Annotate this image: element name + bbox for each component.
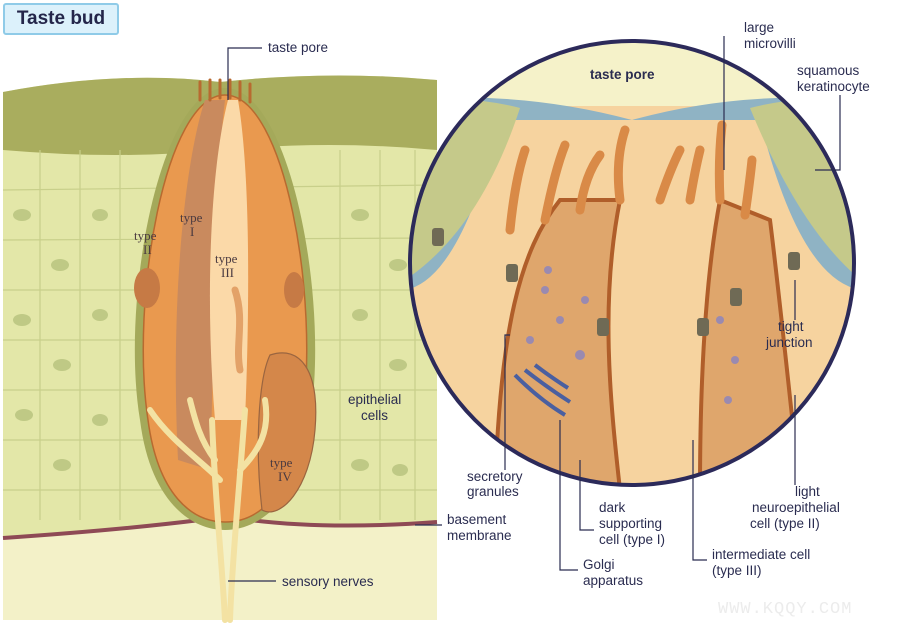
label-type-iii-numeral: III xyxy=(221,265,234,280)
taste-bud xyxy=(134,78,317,623)
label-dark-supporting: dark xyxy=(599,500,626,515)
magnified-detail xyxy=(410,41,854,485)
label-secretory-granules: secretory xyxy=(467,469,523,484)
label-intermediate-cell: intermediate cell xyxy=(712,547,810,562)
label-type-i: type xyxy=(180,210,203,225)
label-type-ii: type xyxy=(134,228,157,243)
watermark: WWW.KQQY.COM xyxy=(718,600,852,619)
label-large-microvilli-2: microvilli xyxy=(744,36,796,51)
leader-lines xyxy=(227,36,841,582)
label-type-iv-numeral: IV xyxy=(278,469,292,484)
label-secretory-granules-2: granules xyxy=(467,484,519,499)
label-light-neuroepithelial: light xyxy=(795,484,820,499)
label-basement-membrane: basement xyxy=(447,512,507,527)
sensory-nerves xyxy=(147,397,270,623)
label-detail-taste-pore: taste pore xyxy=(590,67,655,82)
label-type-i-numeral: I xyxy=(190,224,194,239)
label-light-neuroepithelial-3: cell (type II) xyxy=(750,516,820,531)
label-epithelial-cells: epithelial xyxy=(348,392,401,407)
label-golgi: Golgi xyxy=(583,557,615,572)
label-type-iv: type xyxy=(270,455,293,470)
label-large-microvilli: large xyxy=(744,20,774,35)
diagram-title: Taste bud xyxy=(3,3,119,35)
label-basement-membrane-2: membrane xyxy=(447,528,512,543)
label-golgi-2: apparatus xyxy=(583,573,643,588)
label-squamous-keratinocyte: squamous xyxy=(797,63,860,78)
label-tight-junction-2: junction xyxy=(765,335,813,350)
label-type-ii-numeral: II xyxy=(143,242,152,257)
magnifier-circle xyxy=(408,39,856,487)
label-dark-supporting-3: cell (type I) xyxy=(599,532,665,547)
label-epithelial-cells-2: cells xyxy=(361,408,388,423)
label-tight-junction: tight xyxy=(778,319,804,334)
label-intermediate-cell-2: (type III) xyxy=(712,563,762,578)
label-taste-pore: taste pore xyxy=(268,40,328,55)
label-sensory-nerves: sensory nerves xyxy=(282,574,374,589)
label-light-neuroepithelial-2: neuroepithelial xyxy=(752,500,840,515)
label-type-iii: type xyxy=(215,251,238,266)
label-dark-supporting-2: supporting xyxy=(599,516,662,531)
label-squamous-keratinocyte-2: keratinocyte xyxy=(797,79,870,94)
